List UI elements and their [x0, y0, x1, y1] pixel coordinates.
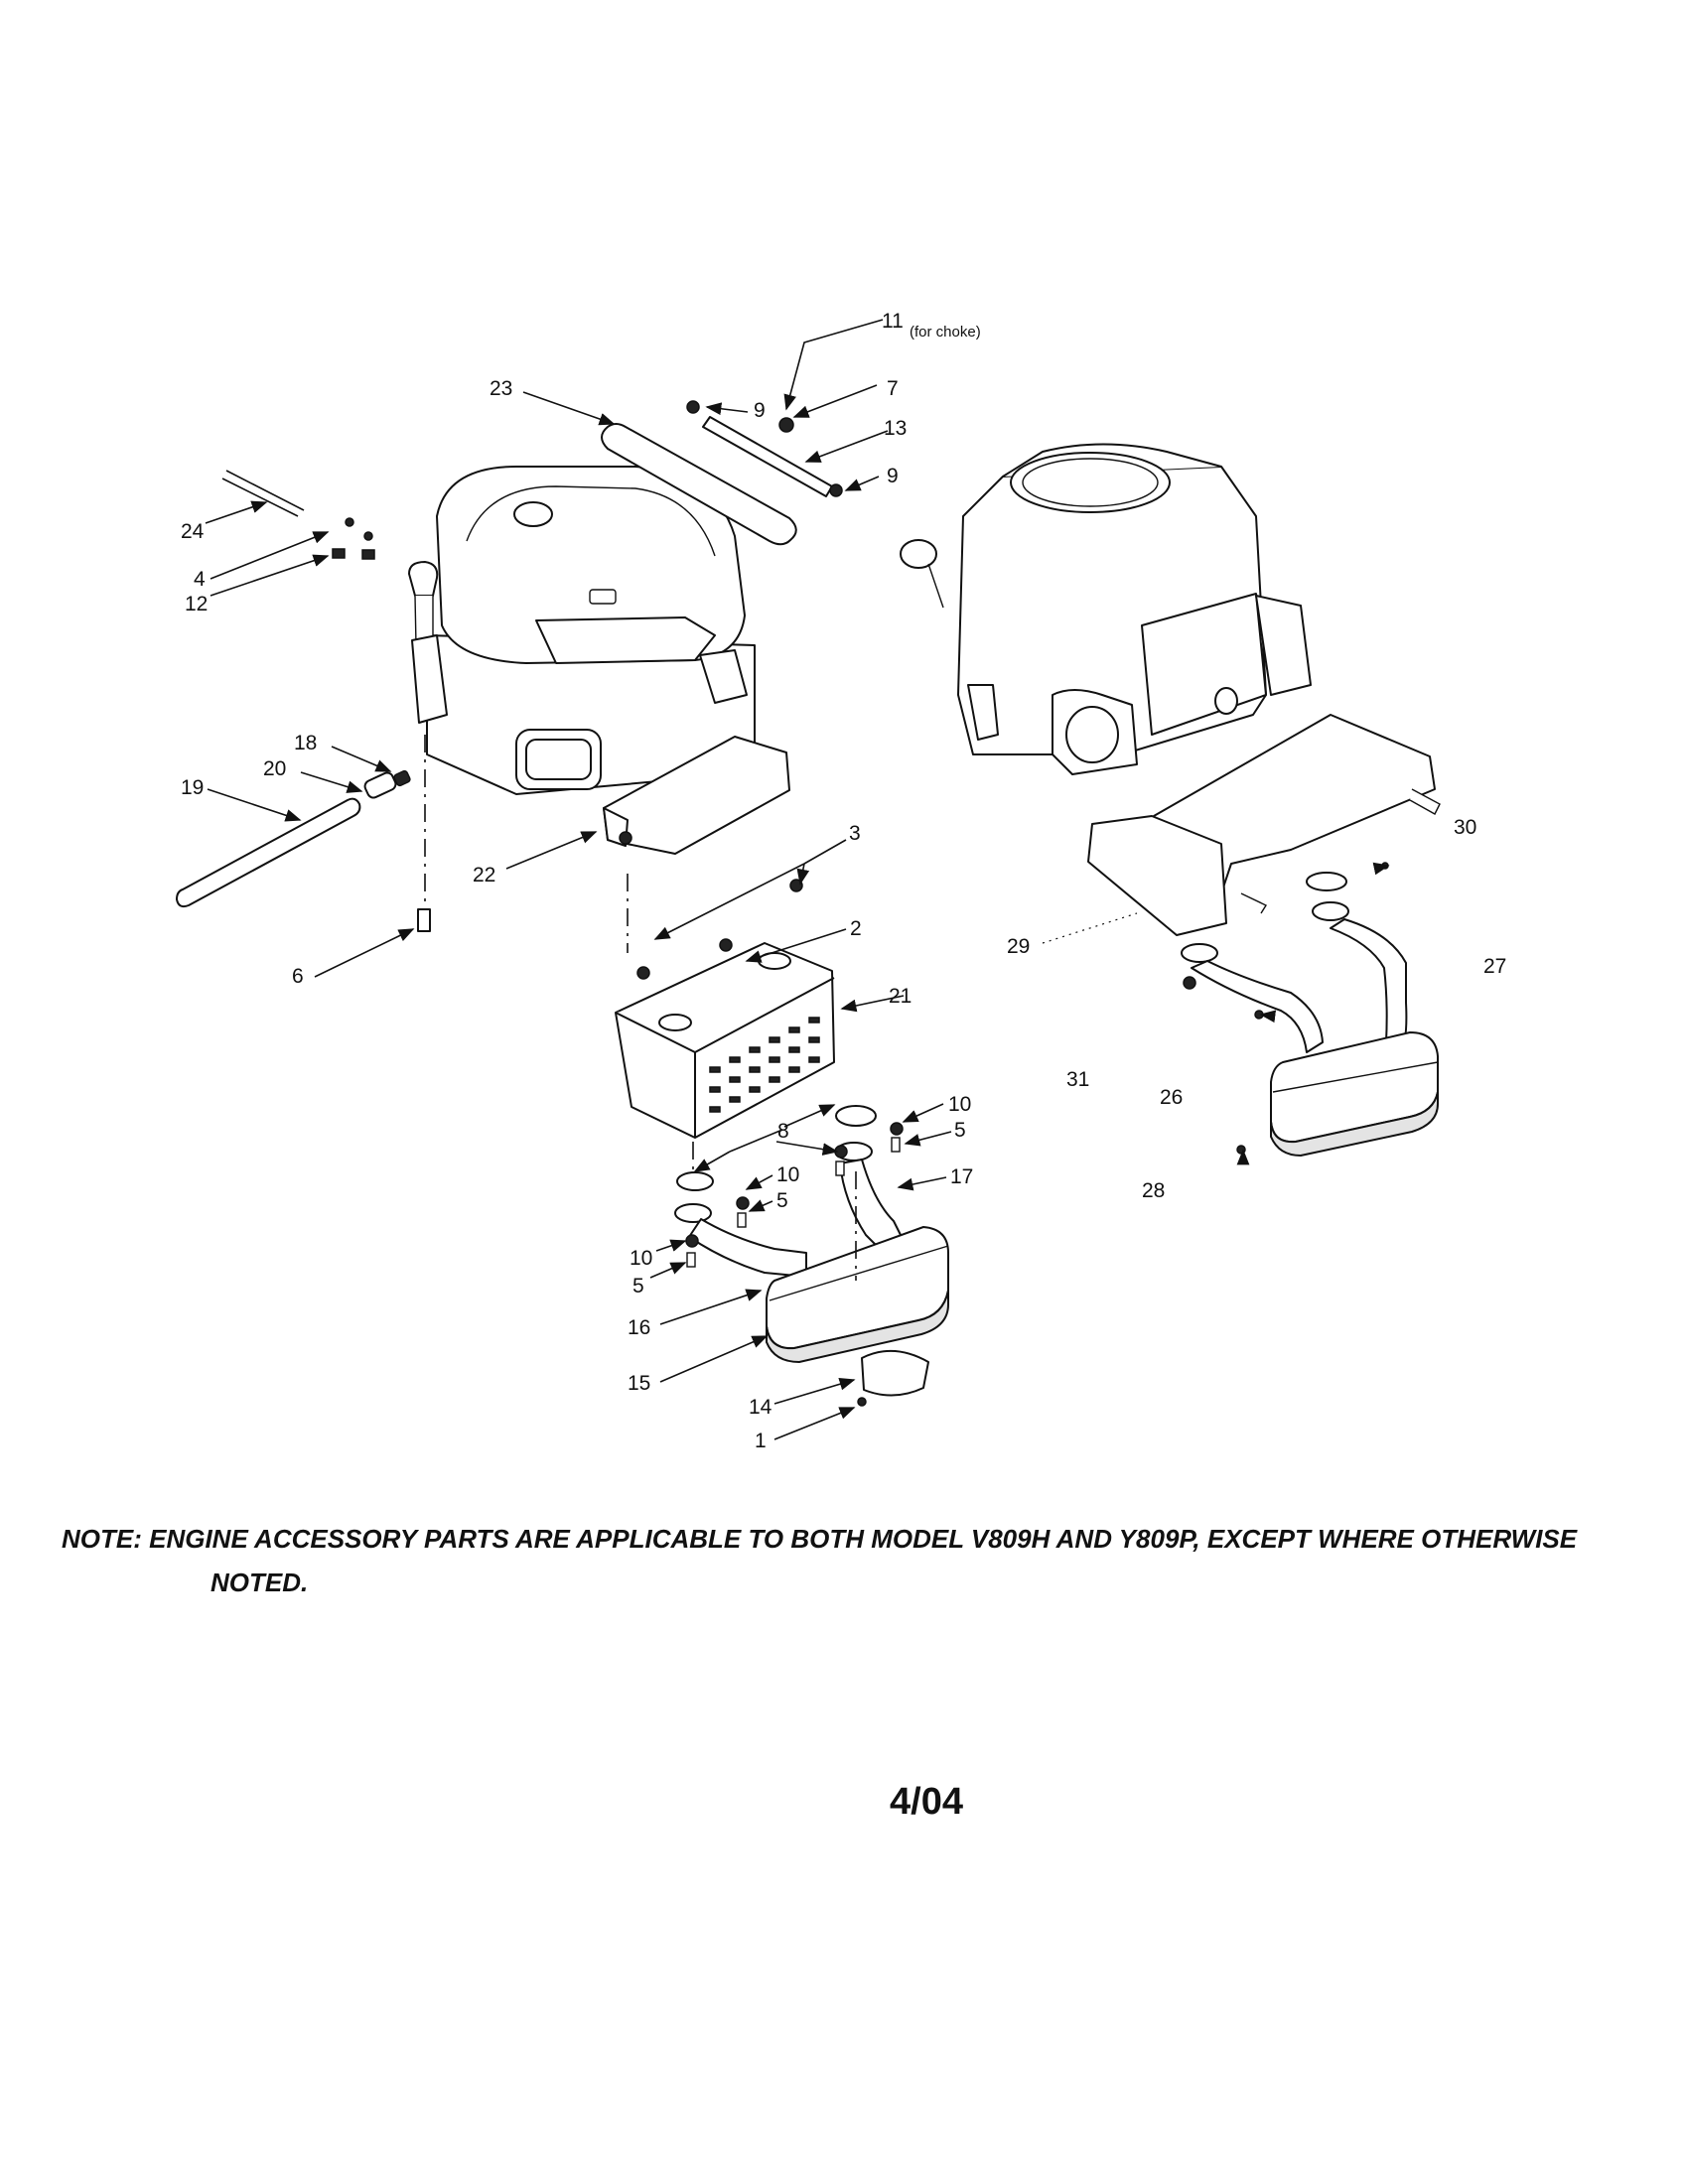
callout-8: 8	[777, 1120, 789, 1143]
callout-15: 15	[628, 1372, 650, 1395]
page-number: 4/04	[890, 1781, 963, 1823]
callout-10-b: 10	[776, 1163, 799, 1186]
callout-30: 30	[1454, 816, 1476, 839]
right-engine	[900, 443, 1312, 775]
callout-31: 31	[1066, 1068, 1089, 1091]
callout-18: 18	[294, 732, 317, 754]
callout-5-a: 5	[954, 1119, 966, 1142]
callout-23: 23	[490, 377, 512, 400]
note-line-1: NOTE: ENGINE ACCESSORY PARTS ARE APPLICA…	[62, 1524, 1578, 1554]
muffler-assembly-left	[674, 1105, 949, 1407]
callout-13: 13	[884, 417, 907, 440]
muffler-assembly-right	[1181, 862, 1439, 1158]
callout-12: 12	[185, 593, 208, 615]
shield-29-30	[1042, 714, 1441, 944]
callout-9-top: 9	[754, 399, 766, 422]
callout-3: 3	[849, 822, 861, 845]
callout-14: 14	[749, 1396, 772, 1419]
callout-21: 21	[889, 985, 912, 1008]
callout-2: 2	[850, 917, 862, 940]
callout-7: 7	[887, 377, 899, 400]
callout-1: 1	[755, 1430, 767, 1452]
callout-19: 19	[181, 776, 204, 799]
callout-29: 29	[1007, 935, 1030, 958]
callout-5-b: 5	[776, 1189, 788, 1212]
callout-28: 28	[1142, 1179, 1165, 1202]
left-engine	[408, 466, 756, 795]
callout-24: 24	[181, 520, 205, 543]
callout-10-c: 10	[630, 1247, 652, 1270]
callout-9-bottom: 9	[887, 465, 899, 487]
leader-lines	[205, 319, 1390, 1440]
callout-16: 16	[628, 1316, 650, 1339]
shroud-22	[603, 736, 790, 953]
applicability-note: NOTE: ENGINE ACCESSORY PARTS ARE APPLICA…	[62, 1517, 1650, 1604]
callout-11: 11	[882, 310, 904, 333]
callout-6: 6	[292, 965, 304, 988]
callout-17: 17	[950, 1165, 973, 1188]
callout-11-note: (for choke)	[910, 324, 981, 341]
callout-20: 20	[263, 757, 286, 780]
upper-small-parts	[221, 400, 843, 560]
callout-22: 22	[473, 864, 495, 887]
fuel-line-parts	[176, 735, 431, 932]
note-line-2: NOTED.	[210, 1568, 309, 1597]
callout-4: 4	[194, 568, 206, 591]
callout-27: 27	[1483, 955, 1506, 978]
callout-5-c: 5	[632, 1275, 644, 1297]
callout-26: 26	[1160, 1086, 1183, 1109]
callout-labels: 23 9 11 (for choke) 7 13 9 24 4 12 18 20…	[181, 310, 1506, 1452]
heat-shield-21	[615, 879, 835, 1191]
callout-10-a: 10	[948, 1093, 971, 1116]
